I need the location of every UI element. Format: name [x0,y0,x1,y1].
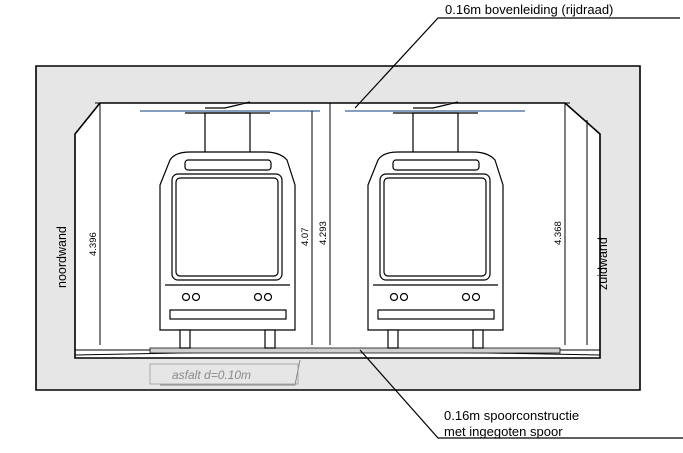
left-tram-clearance-label: 4.07 [300,228,311,247]
leader-track [359,349,683,439]
right-wall-height-label: 4.368 [553,221,564,245]
tram-window-left [171,173,283,281]
center-height-label: 4.293 [318,221,329,245]
asphalt-label: asfalt d=0.10m [172,368,251,382]
overhead-wire-label: 0.16m bovenleiding (rijdraad) [445,2,613,17]
north-wall-label: noordwand [55,226,69,288]
dimension-lines [95,102,588,345]
tram-right [367,101,504,349]
asphalt-label-box [149,363,299,385]
tram-left [159,101,296,349]
left-wall-height-label: 4.396 [88,232,99,256]
track-construction-label-2: met ingegoten spoor [444,424,563,439]
track-construction-label-1: 0.16m spoorconstructie [444,408,579,423]
leader-overhead [354,17,680,109]
tram-window-right [379,173,491,281]
south-wall-label: zuidwand [596,237,610,290]
track-slab [149,347,561,354]
tunnel-concrete-structure [35,65,641,391]
